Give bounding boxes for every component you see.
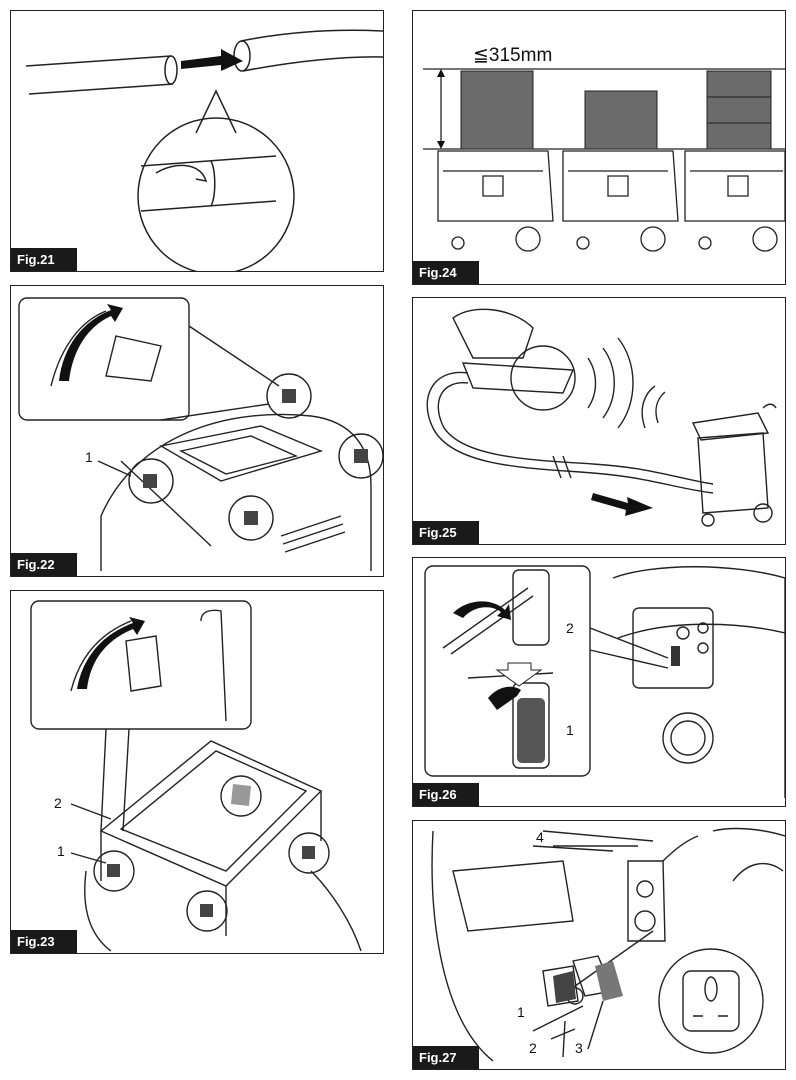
figure-25: Fig.25 bbox=[412, 297, 786, 545]
figure-label: Fig.27 bbox=[413, 1046, 479, 1069]
callout-2: 2 bbox=[54, 795, 62, 811]
hose-connection-illustration bbox=[25, 29, 383, 271]
figure-label: Fig.22 bbox=[11, 553, 77, 576]
saw-with-vacuum-illustration bbox=[426, 308, 777, 527]
figure-label: Fig.21 bbox=[11, 248, 77, 271]
vacuum-top-latch-illustration bbox=[18, 297, 383, 571]
figure-27: 4 1 2 3 Fig.27 bbox=[412, 820, 786, 1070]
callout-1: 1 bbox=[57, 843, 65, 859]
callout-4: 4 bbox=[536, 829, 544, 845]
figure-23: 2 1 Fig.23 bbox=[10, 590, 384, 954]
height-dimension: ≦315mm bbox=[473, 45, 553, 66]
figure-label: Fig.24 bbox=[413, 261, 479, 284]
callout-2: 2 bbox=[529, 1040, 537, 1056]
figure-label: Fig.26 bbox=[413, 783, 479, 806]
wireless-unit-installation-illustration bbox=[431, 827, 785, 1062]
callout-3: 3 bbox=[575, 1040, 583, 1056]
callout-1: 1 bbox=[566, 722, 574, 738]
callout-2: 2 bbox=[566, 620, 574, 636]
vacuum-case-latch-illustration bbox=[30, 600, 362, 952]
figure-label: Fig.23 bbox=[11, 930, 77, 953]
figure-22: 1 Fig.22 bbox=[10, 285, 384, 577]
figure-21: Fig.21 bbox=[10, 10, 384, 272]
figure-26: 2 1 Fig.26 bbox=[412, 557, 786, 807]
stacked-cases-illustration bbox=[423, 68, 785, 252]
figure-24: ≦315mm Fig.24 bbox=[412, 10, 786, 285]
figure-label: Fig.25 bbox=[413, 521, 479, 544]
callout-1: 1 bbox=[85, 449, 93, 465]
callout-1: 1 bbox=[517, 1004, 525, 1020]
socket-cover-illustration bbox=[424, 565, 785, 798]
